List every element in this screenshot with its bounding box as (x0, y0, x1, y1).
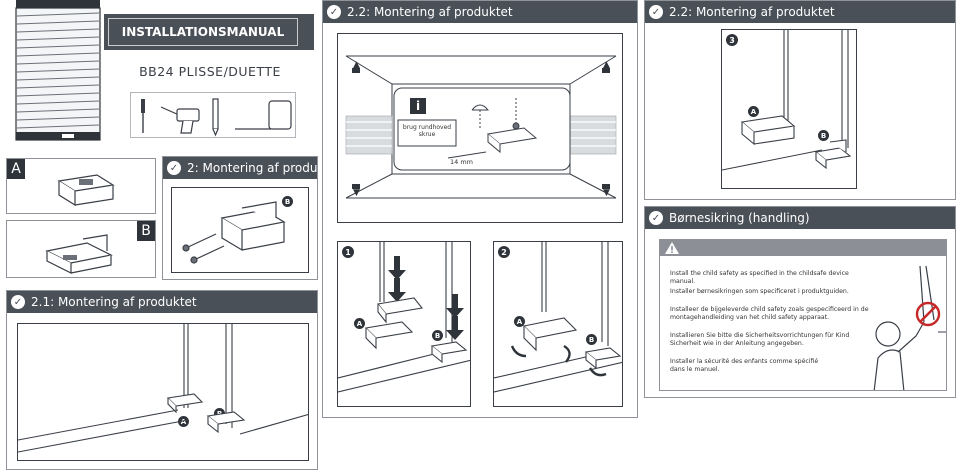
marker-a: A (178, 416, 189, 427)
step1-number: 1 (342, 246, 354, 258)
marker-b: B (818, 130, 829, 141)
warning-bar (660, 240, 946, 256)
arrow-down-icon: ▼ (353, 188, 360, 198)
step22b-panel: ✓ 2.2: Montering af produktet 3 A B (644, 0, 956, 200)
safety-header: ✓ Børnesikring (handling) (645, 207, 955, 229)
arrow-up-icon: ▲ (353, 60, 360, 70)
check-icon: ✓ (11, 295, 25, 309)
check-icon: ✓ (167, 161, 181, 175)
step3-illustration: 3 A B (721, 29, 857, 189)
title-band (104, 14, 314, 50)
step21-title: 2.1: Montering af produktet (31, 295, 197, 309)
step2b-illustration: 2 A B (493, 241, 623, 407)
tape-measure-icon (235, 100, 292, 130)
component-a-badge: A (7, 159, 25, 179)
marker-a: A (354, 318, 365, 329)
safety-panel: ✓ Børnesikring (handling) Install the ch… (644, 206, 956, 398)
component-b-badge: B (137, 221, 155, 241)
step22-header: ✓ 2.2: Montering af produktet (323, 1, 637, 23)
measure-label: 14 mm (450, 158, 474, 166)
product-name: BB24 PLISSE/DUETTE (139, 64, 281, 79)
safety-title: Børnesikring (handling) (669, 211, 810, 225)
component-b-panel: B (6, 220, 156, 278)
safety-line-nl: Installeer de bijgeleverde child safety … (670, 306, 869, 321)
safety-line-de: Installieren Sie bitte die Sicherheitsvo… (670, 332, 850, 347)
step1-illustration: 1 A B (337, 241, 471, 407)
check-icon: ✓ (649, 211, 663, 225)
drill-icon (160, 106, 200, 134)
step21-header: ✓ 2.1: Montering af produktet (7, 291, 317, 313)
step21-illustration: A B (17, 323, 309, 461)
marker-b: B (432, 330, 443, 341)
arrow-up-icon: ▲ (603, 60, 610, 70)
blind-illustration (12, 0, 104, 148)
marker-a: A (514, 316, 525, 327)
marker-b: B (586, 334, 597, 345)
step2-number: 2 (498, 246, 510, 258)
safety-line-da: Installer børnesikringen som specificere… (670, 288, 849, 295)
step22-panel: ✓ 2.2: Montering af produktet (322, 0, 638, 418)
info-icon: i (410, 98, 426, 114)
step22-title: 2.2: Montering af produktet (347, 5, 513, 19)
step2-header: ✓ 2: Montering af produktet (163, 157, 341, 179)
overview-illustration: i brug rundhoved skrue 14 mm ▲ ▲ ▼ ▼ (337, 33, 623, 223)
safety-content: Install the child safety as specified in… (659, 239, 947, 391)
child-illustration (864, 262, 946, 390)
arrow-down-icon: ▼ (603, 188, 610, 198)
marker-b: B (282, 196, 293, 207)
step22b-header: ✓ 2.2: Montering af produktet (645, 1, 955, 23)
page-title: INSTALLATIONSMANUAL (108, 18, 298, 46)
pencil-icon (212, 98, 219, 137)
step3-number: 3 (726, 34, 738, 46)
step22b-title: 2.2: Montering af produktet (669, 5, 835, 19)
safety-line-fr: Installer la sécurité des enfants comme … (670, 358, 819, 373)
step2-panel: ✓ 2: Montering af produktet B (162, 156, 341, 280)
step2-title: 2: Montering af produktet (187, 161, 342, 175)
check-icon: ✓ (649, 5, 663, 19)
marker-b: B (214, 408, 225, 419)
warning-icon (664, 241, 680, 255)
component-a-panel: A (6, 158, 156, 214)
tools-box (130, 92, 296, 138)
marker-a: A (748, 106, 759, 117)
step2-illustration: B (171, 187, 309, 273)
screwdriver-icon (141, 99, 145, 133)
safety-line-en: Install the child safety as specified in… (670, 270, 849, 285)
screw-note: brug rundhoved skrue (402, 124, 452, 138)
step21-panel: ✓ 2.1: Montering af produktet A B (6, 290, 318, 470)
check-icon: ✓ (327, 5, 341, 19)
